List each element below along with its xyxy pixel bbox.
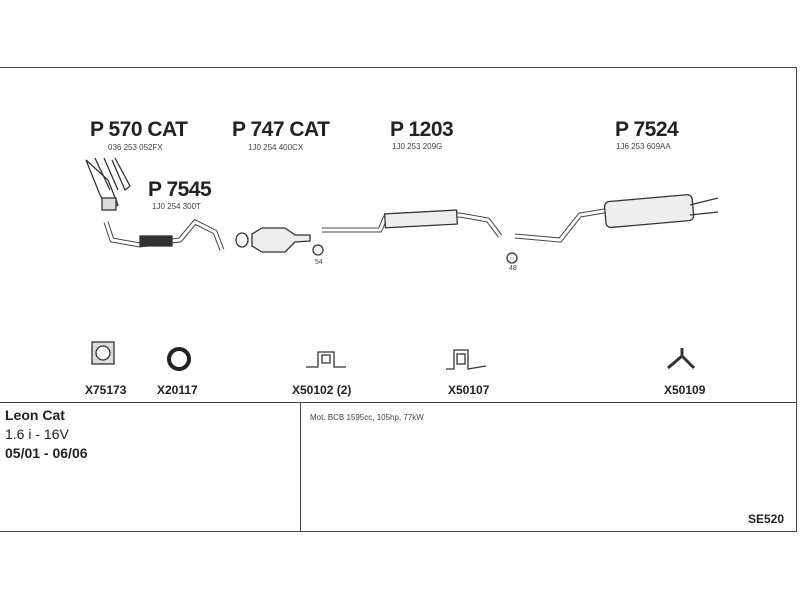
vehicle-model: Leon Cat xyxy=(5,407,65,423)
rear-section-part xyxy=(514,194,719,243)
part-number: P 7524 xyxy=(615,118,679,141)
accessory-label: X50102 (2) xyxy=(292,383,352,397)
oe-number: 1J0 254 400CX xyxy=(248,143,304,152)
manifold-part xyxy=(85,157,131,211)
clamp-label: 48 xyxy=(509,265,517,272)
divider xyxy=(300,402,301,532)
clamp-icon xyxy=(506,252,518,264)
part-number: P 7545 xyxy=(148,178,212,201)
oe-number: 1J0 253 209G xyxy=(392,142,443,151)
oe-number: 036 253 052FX xyxy=(108,143,163,152)
system-code: SE520 xyxy=(748,512,785,526)
clamp-icon xyxy=(312,244,324,256)
accessory-label: X50109 xyxy=(664,383,706,397)
vehicle-years: 05/01 - 06/06 xyxy=(5,445,88,461)
front-pipe-part xyxy=(103,218,225,251)
vehicle-engine: 1.6 i - 16V xyxy=(5,426,69,442)
accessory-label: X50107 xyxy=(448,383,490,397)
accessory-icons xyxy=(91,341,696,371)
part-number: P 1203 xyxy=(390,118,454,141)
oe-number: 1J6 253 609AA xyxy=(616,142,671,151)
middle-section-part xyxy=(322,209,502,238)
part-number: P 570 CAT xyxy=(90,118,188,141)
divider xyxy=(0,402,797,403)
diagram-frame xyxy=(0,67,797,532)
part-number: P 747 CAT xyxy=(232,118,330,141)
oe-number: 1J0 254 300T xyxy=(152,202,201,211)
engine-notes: Mot. BCB 1595cc, 105hp, 77kW xyxy=(310,413,424,422)
catalyst-part xyxy=(235,227,311,253)
clamp-label: 54 xyxy=(315,259,323,266)
accessory-label: X20117 xyxy=(157,383,198,397)
accessory-label: X75173 xyxy=(85,383,127,397)
